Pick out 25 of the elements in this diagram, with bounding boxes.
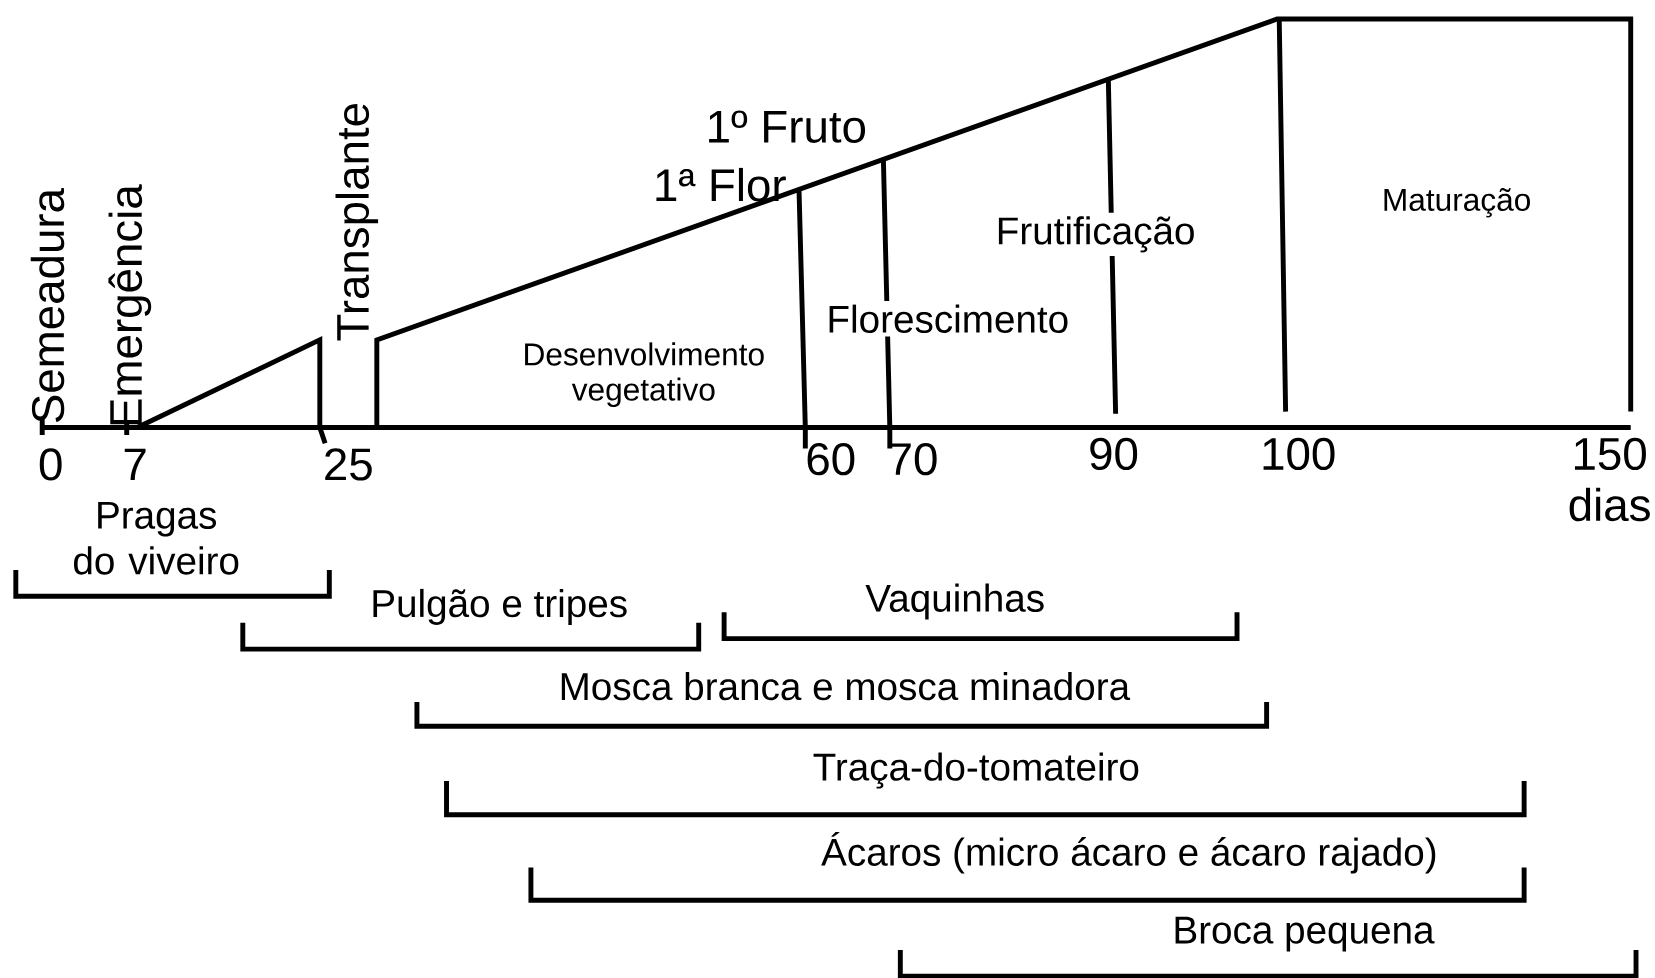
pest-label: Mosca branca e mosca minadora: [561, 671, 1131, 701]
pest-label: Vaquinhas: [865, 583, 1044, 620]
tick-label: 60: [807, 442, 855, 476]
unit-label: dias: [1569, 487, 1650, 522]
stage-label: Semeadura: [30, 188, 65, 423]
tick-label: 90: [1090, 437, 1138, 471]
pest-label: Pragas do viveiro: [74, 502, 239, 575]
pest-label: Broca pequena: [1175, 916, 1435, 952]
tick-label: 150: [1575, 437, 1646, 471]
stage-label: Florescimento: [822, 301, 1073, 337]
stage-label: Emergência: [108, 184, 152, 425]
tick-label: 7: [124, 448, 146, 481]
event-label: 1ª Flor: [656, 167, 786, 202]
tick-label: 100: [1263, 437, 1335, 471]
tick-label: 70: [890, 442, 937, 476]
tick-label: 0: [39, 448, 62, 481]
tick-label: 25: [325, 448, 372, 481]
pest-label: Traça-do-tomateiro: [813, 752, 1139, 789]
pest-label: Pulgão e tripes: [373, 588, 627, 625]
stage-label: Desenvolvimento vegetativo: [518, 338, 769, 411]
event-label: 1º Fruto: [709, 110, 866, 143]
stage-label: Maturação: [1378, 184, 1535, 221]
pest-label: Ácaros (micro ácaro e ácaro rajado): [821, 832, 1436, 874]
stage-label: Frutificação: [992, 212, 1200, 256]
stage-label: Transplante: [335, 103, 379, 341]
